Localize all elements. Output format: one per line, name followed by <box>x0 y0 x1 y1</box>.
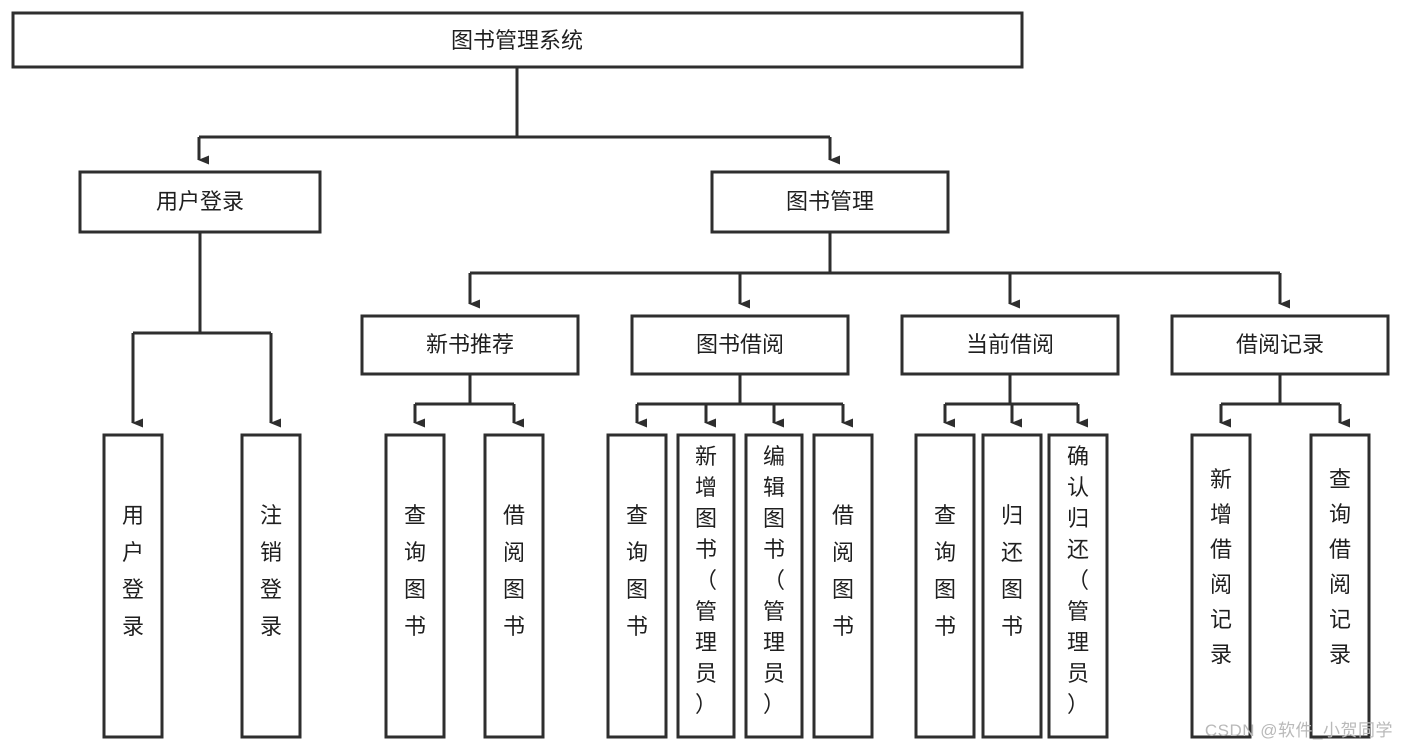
node-leaf-add-borrow-record[interactable]: 新增借阅记录 <box>1190 433 1252 739</box>
node-leaf-edit-book-admin[interactable]: 编辑图书（管理员） <box>744 433 804 739</box>
node-leaf-borrow-book-box[interactable] <box>812 433 874 739</box>
node-new-book-recommend-label: 新书推荐 <box>426 332 514 357</box>
node-leaf-borrow-book[interactable]: 借阅图书 <box>812 433 874 739</box>
edge-group-borrow-record <box>1219 374 1350 428</box>
edge-group-book-manage <box>468 232 1290 309</box>
node-leaf-add-borrow-record-box[interactable] <box>1190 433 1252 739</box>
node-leaf-user-login-label: 用户登录 <box>122 503 144 639</box>
node-leaf-edit-book-admin-label: 编辑图书（管理员） <box>763 444 785 717</box>
node-user-login[interactable]: 用户登录 <box>78 170 322 234</box>
node-leaf-query-book-rec[interactable]: 查询图书 <box>384 433 446 739</box>
node-borrow-record-label: 借阅记录 <box>1236 332 1324 357</box>
node-leaf-query-borrow-record-label: 查询借阅记录 <box>1329 467 1351 667</box>
node-leaf-query-book-rec-label: 查询图书 <box>404 503 426 639</box>
node-leaf-user-logout-label: 注销登录 <box>260 503 282 639</box>
edge-group-current-borrow <box>943 374 1088 428</box>
node-leaf-query-book-current-label: 查询图书 <box>934 503 956 639</box>
edge-group-root <box>197 67 840 165</box>
node-root-box[interactable] <box>11 11 1024 69</box>
node-leaf-add-book-admin-box[interactable] <box>676 433 736 739</box>
node-leaf-user-login-box[interactable] <box>102 433 164 739</box>
node-leaf-return-book[interactable]: 归还图书 <box>981 433 1043 739</box>
node-current-borrow[interactable]: 当前借阅 <box>900 314 1120 376</box>
node-root-label: 图书管理系统 <box>451 28 583 53</box>
node-leaf-return-book-label: 归还图书 <box>1001 503 1023 639</box>
node-leaf-user-logout[interactable]: 注销登录 <box>240 433 302 739</box>
node-leaf-query-borrow-record-box[interactable] <box>1309 433 1371 739</box>
node-leaf-query-borrow-record[interactable]: 查询借阅记录 <box>1309 433 1371 739</box>
node-leaf-query-book-borrow[interactable]: 查询图书 <box>606 433 668 739</box>
edge-group-new-book-recommend <box>413 374 524 428</box>
node-book-borrow[interactable]: 图书借阅 <box>630 314 850 376</box>
node-leaf-borrow-book-label: 借阅图书 <box>832 503 854 639</box>
node-book-borrow-box[interactable] <box>630 314 850 376</box>
node-leaf-query-book-current[interactable]: 查询图书 <box>914 433 976 739</box>
node-book-manage-label: 图书管理 <box>786 189 874 214</box>
node-user-login-box[interactable] <box>78 170 322 234</box>
node-leaf-borrow-book-rec-box[interactable] <box>483 433 545 739</box>
node-leaf-query-book-borrow-label: 查询图书 <box>626 503 648 639</box>
edge-group-user-login <box>131 232 281 428</box>
node-new-book-recommend[interactable]: 新书推荐 <box>360 314 580 376</box>
node-user-login-label: 用户登录 <box>156 189 244 214</box>
node-leaf-confirm-return-admin-box[interactable] <box>1047 433 1109 739</box>
node-leaf-add-book-admin-label: 新增图书（管理员） <box>695 444 717 717</box>
node-current-borrow-label: 当前借阅 <box>966 332 1054 357</box>
node-leaf-query-book-rec-box[interactable] <box>384 433 446 739</box>
watermark-text: CSDN @软件_小贺同学 <box>1204 721 1393 740</box>
node-new-book-recommend-box[interactable] <box>360 314 580 376</box>
node-borrow-record[interactable]: 借阅记录 <box>1170 314 1390 376</box>
node-leaf-return-book-box[interactable] <box>981 433 1043 739</box>
edge-group-book-borrow <box>635 374 853 428</box>
node-book-manage-box[interactable] <box>710 170 950 234</box>
node-leaf-user-login[interactable]: 用户登录 <box>102 433 164 739</box>
node-book-manage[interactable]: 图书管理 <box>710 170 950 234</box>
node-current-borrow-box[interactable] <box>900 314 1120 376</box>
node-leaf-borrow-book-rec[interactable]: 借阅图书 <box>483 433 545 739</box>
node-book-borrow-label: 图书借阅 <box>696 332 784 357</box>
node-leaf-confirm-return-admin[interactable]: 确认归还（管理员） <box>1047 433 1109 739</box>
node-leaf-add-book-admin[interactable]: 新增图书（管理员） <box>676 433 736 739</box>
node-leaf-add-borrow-record-label: 新增借阅记录 <box>1210 467 1232 667</box>
node-root[interactable]: 图书管理系统 <box>11 11 1024 69</box>
node-leaf-query-book-current-box[interactable] <box>914 433 976 739</box>
node-leaf-confirm-return-admin-label: 确认归还（管理员） <box>1067 444 1089 717</box>
node-leaf-borrow-book-rec-label: 借阅图书 <box>503 503 525 639</box>
node-leaf-query-book-borrow-box[interactable] <box>606 433 668 739</box>
node-leaf-user-logout-box[interactable] <box>240 433 302 739</box>
node-borrow-record-box[interactable] <box>1170 314 1390 376</box>
node-leaf-edit-book-admin-box[interactable] <box>744 433 804 739</box>
